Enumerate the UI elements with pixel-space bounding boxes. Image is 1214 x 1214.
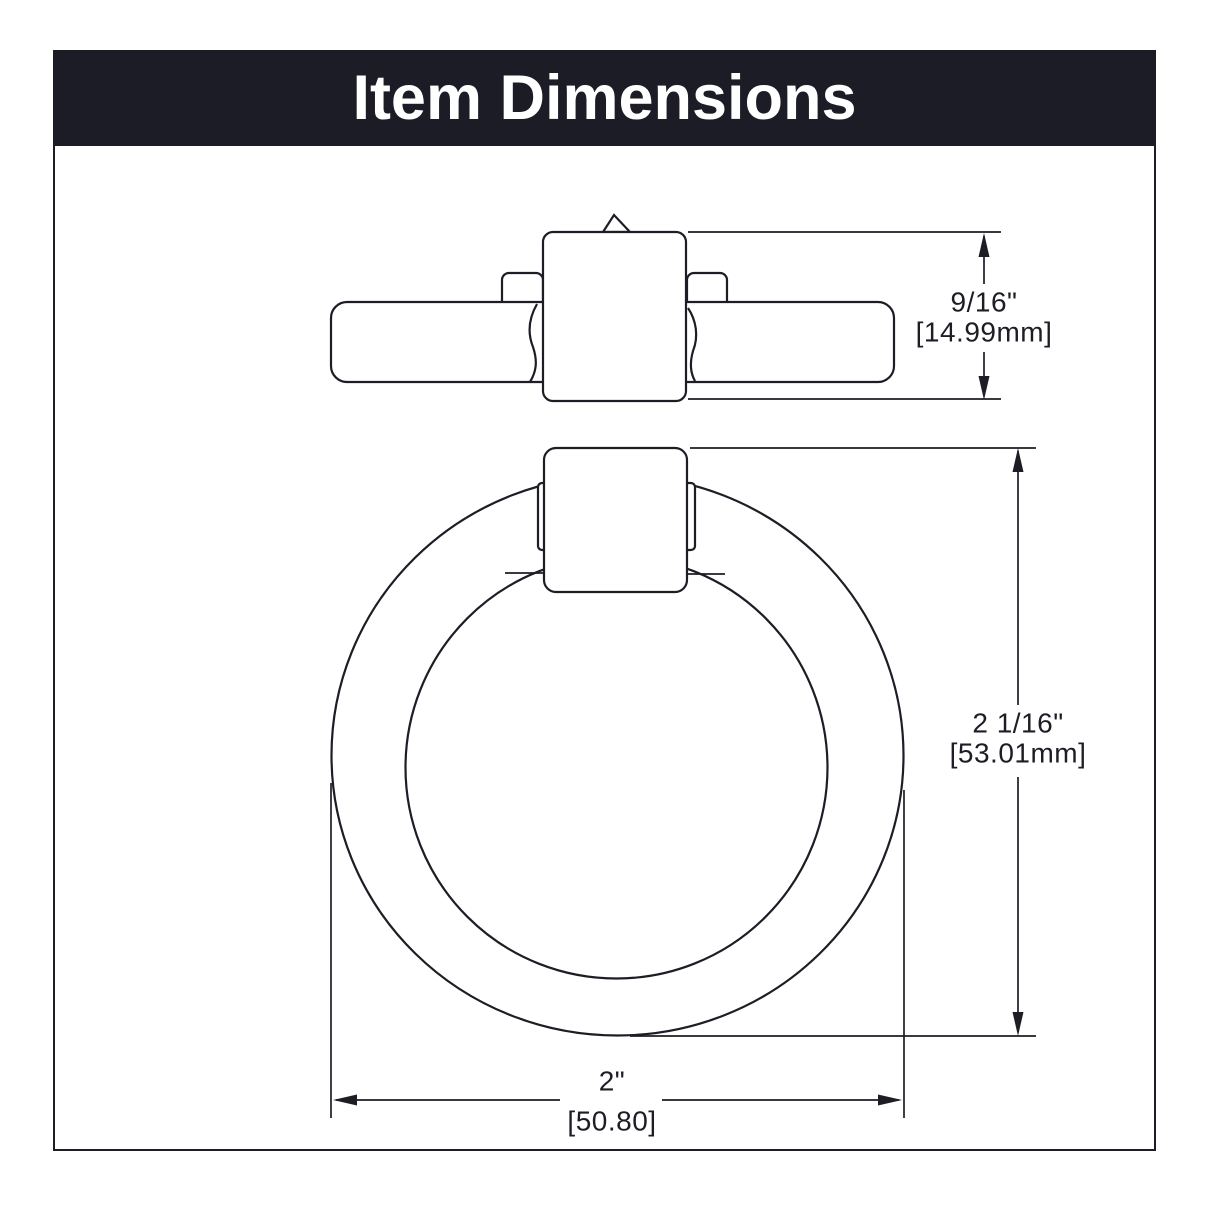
mounting-post-top-view (541, 230, 688, 403)
overall-width-inches-label: 2" (599, 1066, 626, 1097)
dim-arrow-up (978, 233, 990, 257)
overall-height-dimension: 2 1/16" [53.01mm] (630, 447, 1087, 1037)
mounting-post-front-view (542, 446, 689, 594)
break-line-right (687, 307, 698, 382)
overall-width-dimension: 2" [50.80] (330, 783, 905, 1137)
overall-width-mm-label: [50.80] (567, 1106, 656, 1137)
dim-arrow-right (878, 1094, 902, 1106)
header-bar: Item Dimensions (53, 50, 1156, 146)
overall-height-mm-label: [53.01mm] (950, 738, 1087, 769)
dim-arrow-up (1012, 448, 1024, 472)
ring-inner-circle (404, 555, 829, 980)
post-height-dimension: 9/16" [14.99mm] (688, 231, 1053, 400)
dim-arrow-down (978, 376, 990, 400)
top-view-drawing (329, 213, 896, 403)
overall-height-inches-label: 2 1/16" (972, 708, 1063, 739)
post-height-mm-label: [14.99mm] (916, 317, 1053, 348)
front-view-drawing (330, 446, 905, 1037)
break-line-left (528, 303, 538, 383)
dim-arrow-left (333, 1094, 357, 1106)
post-height-inches-label: 9/16" (951, 287, 1018, 318)
dim-arrow-down (1012, 1012, 1024, 1036)
screw-tip-triangle (600, 213, 633, 234)
page-title: Item Dimensions (352, 62, 857, 133)
